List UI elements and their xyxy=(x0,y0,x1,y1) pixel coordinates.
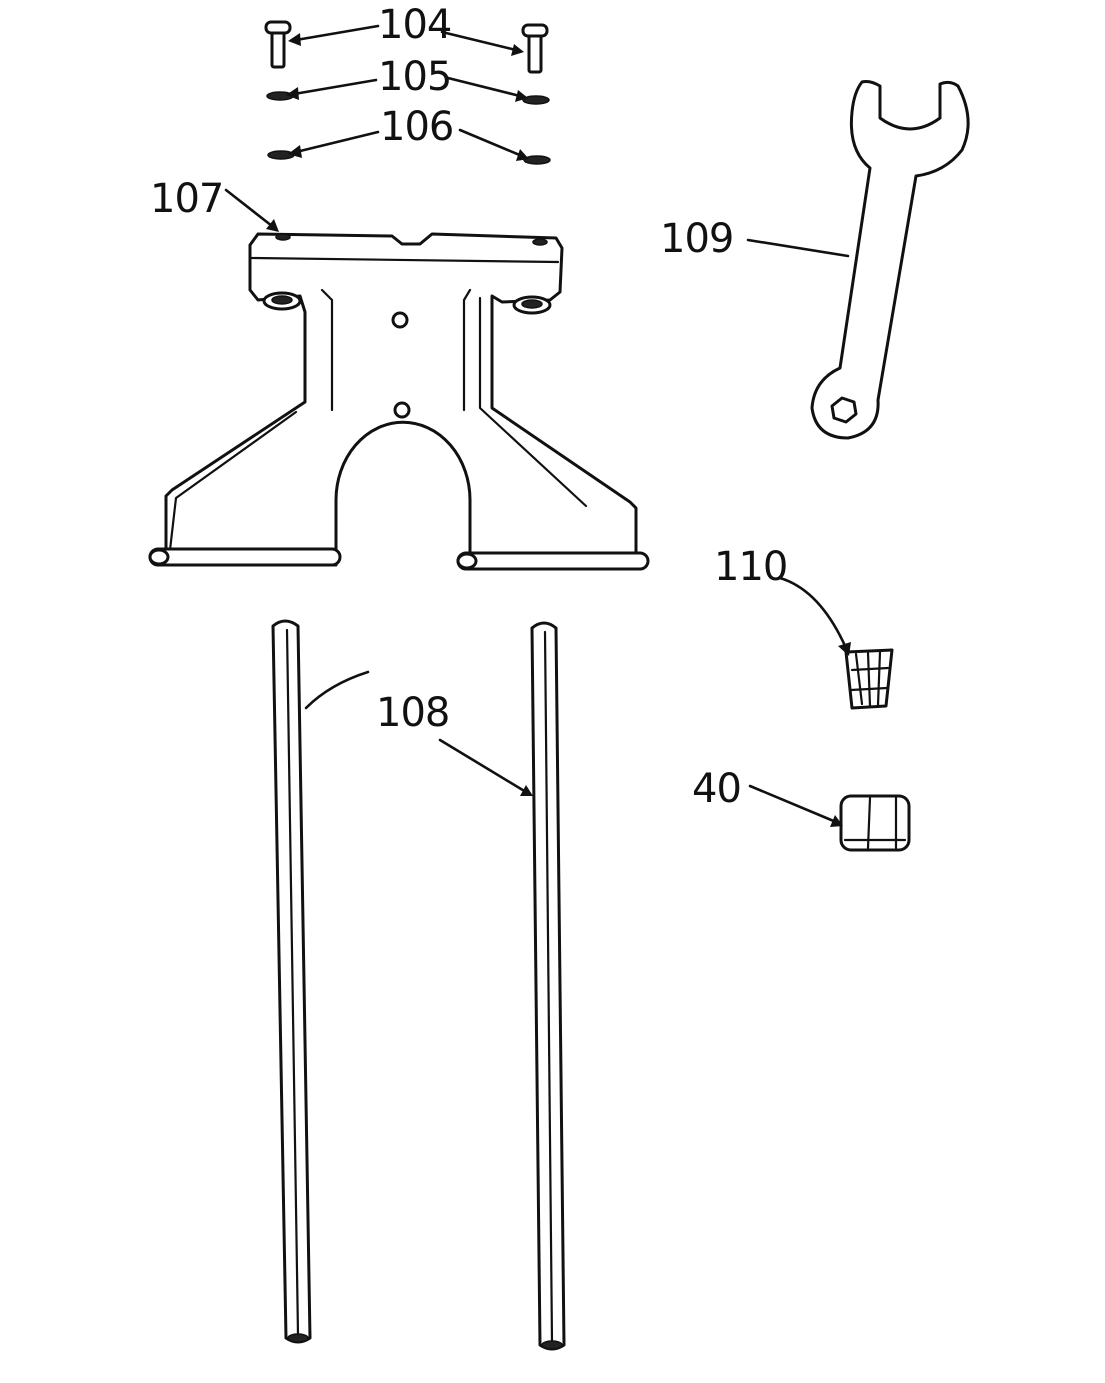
guide-rod-left xyxy=(271,619,312,1344)
lock-washer-right xyxy=(522,95,550,105)
label-40: 40 xyxy=(692,766,741,812)
sub-base xyxy=(148,232,650,571)
label-105: 105 xyxy=(378,54,451,100)
label-107: 107 xyxy=(150,176,223,222)
washer-right xyxy=(523,155,551,165)
label-109: 109 xyxy=(660,216,733,262)
leader-lines xyxy=(224,24,851,827)
collet-nut xyxy=(839,794,911,852)
collet xyxy=(844,648,894,710)
label-104: 104 xyxy=(378,2,451,48)
label-110: 110 xyxy=(714,544,787,590)
label-106: 106 xyxy=(380,104,453,150)
screw-right xyxy=(521,23,549,74)
screw-left xyxy=(264,20,292,69)
washer-left xyxy=(267,150,295,160)
wrench xyxy=(810,80,970,440)
label-108: 108 xyxy=(376,690,449,736)
guide-rod-right xyxy=(530,621,566,1351)
